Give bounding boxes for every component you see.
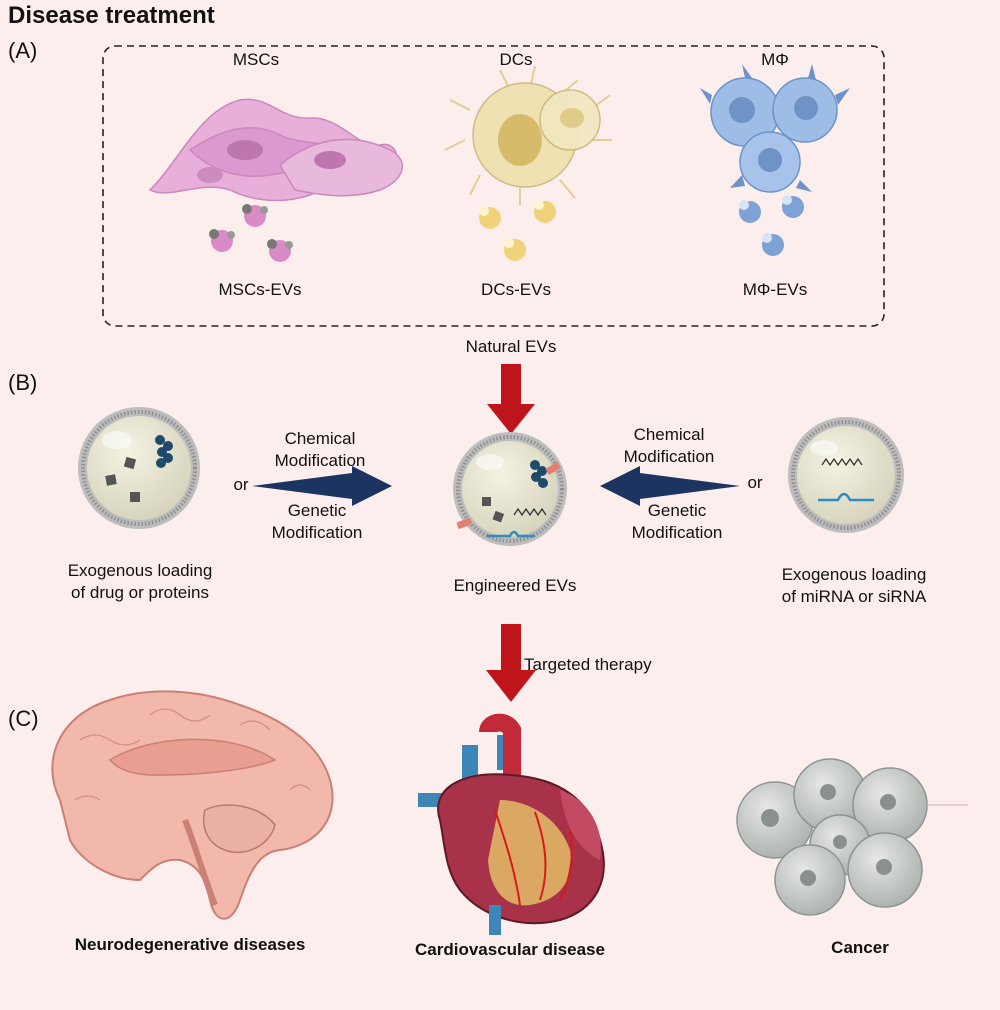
engineered-evs-label: Engineered EVs xyxy=(453,576,577,595)
macrophage-cells-illustration xyxy=(700,64,850,193)
right-or-label: or xyxy=(747,473,763,492)
brain-illustration xyxy=(51,690,334,920)
natural-evs-label: Natural EVs xyxy=(465,337,557,356)
panel-b-label: (B) xyxy=(8,370,38,395)
right-chemical-modification-label: Chemical Modification xyxy=(623,425,715,466)
dc-evs-illustration xyxy=(479,200,556,261)
left-modification-arrow xyxy=(252,466,392,506)
right-genetic-modification-label: Genetic Modification xyxy=(631,501,723,542)
macrophage-label: MΦ xyxy=(761,50,789,69)
natural-to-engineered-arrow xyxy=(487,364,535,434)
engineered-ev-illustration xyxy=(453,432,567,546)
panel-a-label: (A) xyxy=(8,38,38,63)
natural-evs-box xyxy=(102,45,885,327)
msc-cells-illustration xyxy=(148,98,404,202)
targeted-therapy-arrow xyxy=(486,624,536,702)
dc-evs-label: DCs-EVs xyxy=(481,280,551,299)
mirna-sirna-ev-illustration xyxy=(788,417,904,533)
mirna-sirna-caption: Exogenous loading of miRNA or siRNA xyxy=(781,565,927,606)
cardiovascular-disease-label: Cardiovascular disease xyxy=(415,940,605,959)
right-modification-arrow xyxy=(600,466,740,506)
cancer-label: Cancer xyxy=(831,938,889,957)
msc-label: MSCs xyxy=(232,50,280,69)
msc-evs-label: MSCs-EVs xyxy=(218,280,302,299)
drug-protein-ev-illustration xyxy=(78,407,200,529)
left-genetic-modification-label: Genetic Modification xyxy=(271,501,363,542)
drug-protein-caption: Exogenous loading of drug or proteins xyxy=(67,561,213,602)
msc-evs-illustration xyxy=(209,204,293,262)
dc-label: DCs xyxy=(499,50,533,69)
neurodegenerative-diseases-label: Neurodegenerative diseases xyxy=(74,935,306,954)
macrophage-evs-label: MΦ-EVs xyxy=(742,280,808,299)
cancer-cells-illustration xyxy=(736,758,968,916)
left-chemical-modification-label: Chemical Modification xyxy=(274,429,366,470)
panel-c-label: (C) xyxy=(8,706,39,731)
heart-illustration xyxy=(418,713,605,935)
targeted-therapy-label: Targeted therapy xyxy=(524,655,652,674)
dc-cells-illustration xyxy=(444,65,612,205)
figure-title: Disease treatment xyxy=(8,2,215,29)
macrophage-evs-illustration xyxy=(739,195,804,256)
left-or-label: or xyxy=(233,475,249,494)
